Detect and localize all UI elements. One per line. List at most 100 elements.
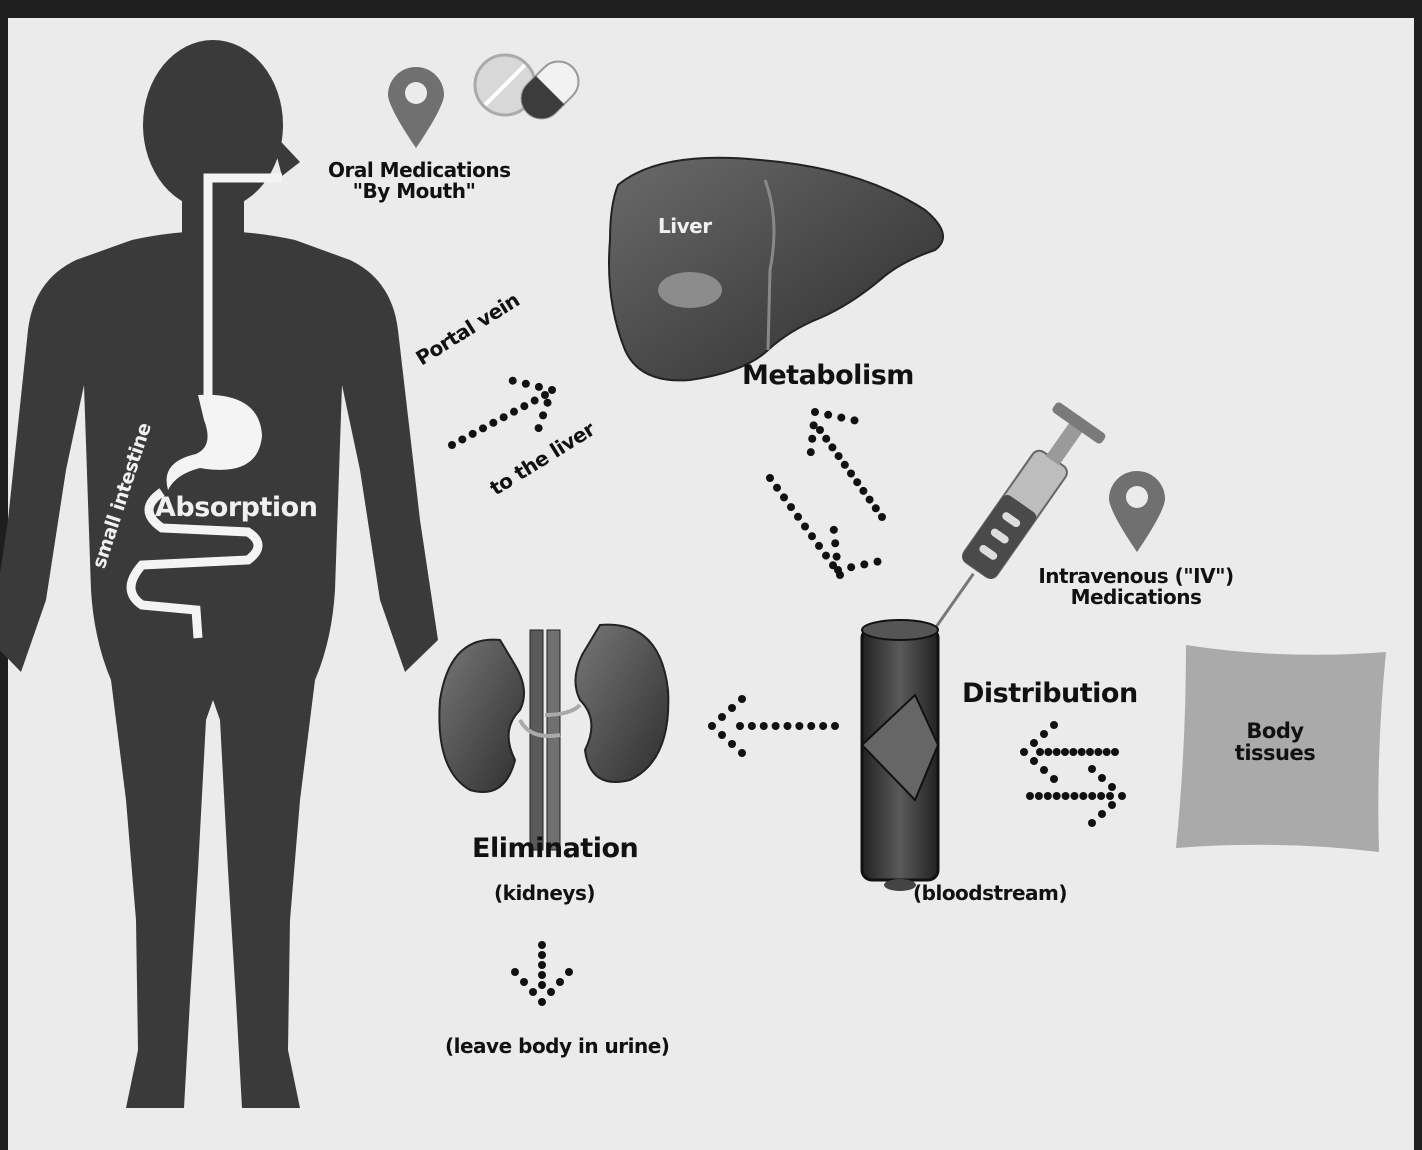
arrow-dot <box>773 484 781 492</box>
arrow-dot <box>509 377 517 385</box>
distribution-label: Distribution <box>962 680 1138 708</box>
arrow-dot <box>565 968 573 976</box>
arrow-dot <box>1098 810 1106 818</box>
kidneys-illustration <box>439 625 668 850</box>
dotted-arrow-to-kidneys <box>708 695 839 757</box>
dotted-arrow-portal-vein <box>448 377 556 449</box>
arrow-dot <box>535 424 543 432</box>
arrow-dot <box>822 435 830 443</box>
arrow-dot <box>544 399 552 407</box>
arrow-dot <box>538 951 546 959</box>
pill-capsule-icon <box>475 53 587 127</box>
arrow-dot <box>728 704 736 712</box>
arrow-dot <box>860 560 868 568</box>
liver-label: Liver <box>658 216 712 237</box>
arrow-dot <box>1053 748 1061 756</box>
arrow-dot <box>866 496 874 504</box>
arrow-dot <box>1030 757 1038 765</box>
arrow-dot <box>873 558 881 566</box>
body-tissues-line2: tissues <box>1225 742 1325 764</box>
arrow-dot <box>1098 774 1106 782</box>
arrow-dot <box>847 563 855 571</box>
arrow-dot <box>1050 775 1058 783</box>
iv-medications-label: Intravenous ("IV") Medications <box>1038 566 1234 608</box>
arrow-dot <box>448 441 456 449</box>
arrow-dot <box>834 566 842 574</box>
arrow-dot <box>708 722 716 730</box>
arrow-dot <box>538 971 546 979</box>
arrow-dot <box>819 722 827 730</box>
elimination-label: Elimination <box>472 835 638 863</box>
arrow-dot <box>469 430 477 438</box>
arrow-dot <box>772 722 780 730</box>
arrow-dot <box>1079 792 1087 800</box>
arrow-dot <box>1118 792 1126 800</box>
iv-medications-line2: Medications <box>1038 587 1234 608</box>
syringe-icon <box>909 401 1107 648</box>
arrow-dot <box>556 978 564 986</box>
arrow-dot <box>831 539 839 547</box>
dotted-arrow-urine <box>511 941 573 1006</box>
arrow-dot <box>1030 739 1038 747</box>
arrow-dot <box>1097 792 1105 800</box>
arrow-dot <box>529 988 537 996</box>
arrow-dot <box>736 722 744 730</box>
arrow-dot <box>760 722 768 730</box>
arrow-dot <box>531 397 539 405</box>
arrow-dot <box>850 416 858 424</box>
kidneys-label: (kidneys) <box>494 883 595 904</box>
iv-medications-line1: Intravenous ("IV") <box>1038 566 1234 587</box>
arrow-dot <box>541 391 549 399</box>
arrow-dot <box>847 470 855 478</box>
arrow-dot <box>1094 748 1102 756</box>
arrow-dot <box>728 740 736 748</box>
arrow-dot <box>500 413 508 421</box>
arrow-dot <box>1088 819 1096 827</box>
arrow-dot <box>511 968 519 976</box>
arrow-dot <box>1036 748 1044 756</box>
arrow-dot <box>1044 748 1052 756</box>
arrow-dot <box>807 722 815 730</box>
arrow-dot <box>1103 748 1111 756</box>
arrow-dot <box>458 435 466 443</box>
arrow-dot <box>1108 801 1116 809</box>
arrow-dot <box>547 988 555 996</box>
arrow-dot <box>1053 792 1061 800</box>
bloodstream-label: (bloodstream) <box>913 883 1067 904</box>
arrow-dot <box>766 474 774 482</box>
arrow-dot <box>1050 721 1058 729</box>
arrow-dot <box>811 408 819 416</box>
arrow-dot <box>795 722 803 730</box>
oral-medications-line1: Oral Medications <box>328 160 500 181</box>
arrow-dot <box>535 383 543 391</box>
metabolism-label: Metabolism <box>742 362 914 390</box>
arrow-dot <box>1062 792 1070 800</box>
arrow-dot <box>807 448 815 456</box>
arrow-dot <box>816 426 824 434</box>
body-tissues-line1: Body <box>1225 720 1325 742</box>
arrow-dot <box>831 722 839 730</box>
arrow-dot <box>835 452 843 460</box>
arrow-dot <box>787 503 795 511</box>
urine-label: (leave body in urine) <box>445 1036 669 1057</box>
arrow-dot <box>828 443 836 451</box>
arrow-dot <box>538 961 546 969</box>
arrow-dot <box>830 526 838 534</box>
arrow-dot <box>808 435 816 443</box>
arrow-dot <box>859 487 867 495</box>
arrow-dot <box>841 461 849 469</box>
arrow-dot <box>738 695 746 703</box>
location-pin-icon <box>388 67 444 148</box>
arrow-dot <box>538 998 546 1006</box>
oral-medications-label: Oral Medications "By Mouth" <box>328 160 500 202</box>
dotted-arrow-to-tissues <box>1026 765 1126 827</box>
arrow-dot <box>1035 792 1043 800</box>
arrow-dot <box>520 402 528 410</box>
arrow-dot <box>538 941 546 949</box>
arrow-dot <box>1106 792 1114 800</box>
arrow-dot <box>1026 792 1034 800</box>
absorption-label: Absorption <box>155 494 317 522</box>
arrow-dot <box>520 978 528 986</box>
liver-illustration <box>609 158 943 381</box>
arrow-dot <box>1044 792 1052 800</box>
